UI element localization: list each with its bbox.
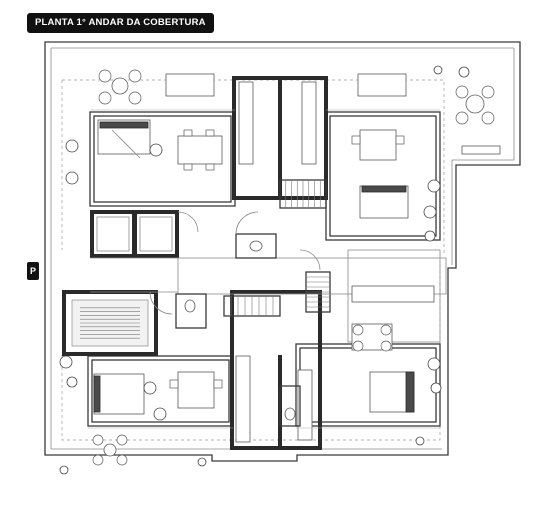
elevator-1 xyxy=(90,210,136,258)
lounge-set-right xyxy=(455,85,495,125)
kitchen-top-left xyxy=(238,81,254,165)
plant xyxy=(65,139,79,153)
right-counter xyxy=(351,285,435,303)
kitchen-bottom-left xyxy=(235,355,251,443)
planter-strip xyxy=(461,145,501,155)
lounge-set-top-left xyxy=(98,69,142,105)
right-living xyxy=(347,249,441,343)
bath-3 xyxy=(279,385,301,427)
terrace-table-1 xyxy=(165,73,215,97)
sofa-top-right xyxy=(359,185,409,219)
side-tab[interactable]: P xyxy=(27,262,39,280)
bath-1 xyxy=(235,233,277,259)
hall-area xyxy=(177,257,447,295)
sofa-top-left xyxy=(97,119,151,159)
terrace-edge-right xyxy=(451,48,515,265)
elevator-2 xyxy=(133,210,179,258)
sofa-bottom-left xyxy=(93,373,145,415)
dining-bottom-right xyxy=(351,323,393,352)
bath-2 xyxy=(175,293,207,329)
dining-top-left xyxy=(177,129,223,171)
dining-top-right xyxy=(351,129,405,161)
lounge-set-bottom xyxy=(92,434,128,466)
apartment-bottom-right xyxy=(295,343,441,427)
terrace-table-2 xyxy=(357,73,407,97)
sofa-bottom-right xyxy=(369,371,415,413)
plan-title-badge: PLANTA 1° ANDAR DA COBERTURA xyxy=(27,13,214,33)
outer-boundary xyxy=(44,41,521,462)
kitchen-top-right xyxy=(301,81,317,165)
kitchen-bottom-right xyxy=(297,369,313,441)
core-bottom xyxy=(230,290,322,450)
dining-bottom-left xyxy=(169,371,223,409)
